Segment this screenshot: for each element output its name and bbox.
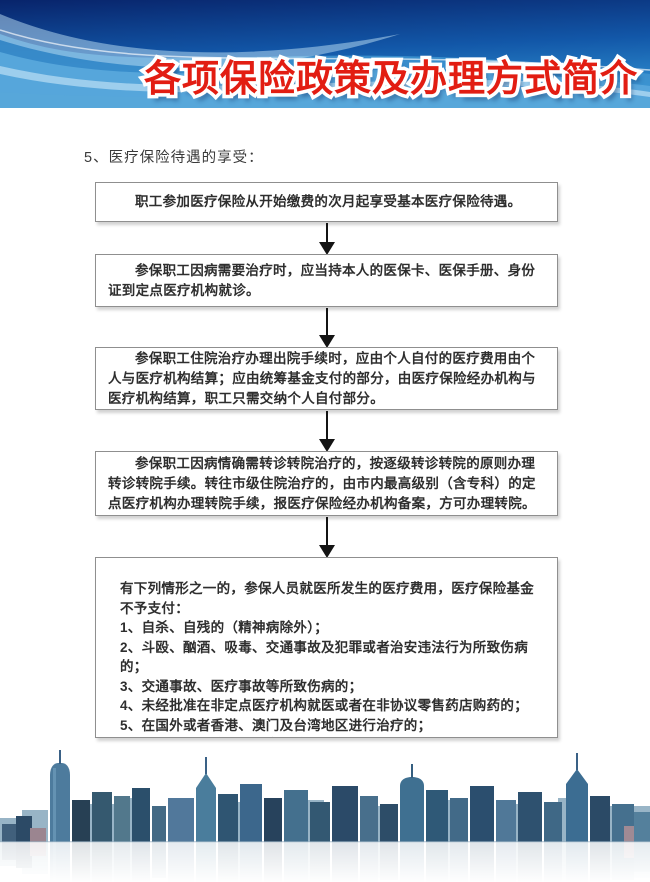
down-arrow-icon <box>318 335 335 348</box>
arrow-stem <box>325 308 328 335</box>
flow-step-5-intro: 有下列情形之一的，参保人员就医所发生的医疗费用，医疗保险基金不予支付： <box>120 581 534 616</box>
flow-step-2-text: 参保职工因病需要治疗时，应当持本人的医保卡、医保手册、身份证到定点医疗机构就诊。 <box>108 263 536 298</box>
arrow-stem <box>325 517 328 545</box>
down-arrow-icon <box>318 439 335 452</box>
flow-step-5-item-5: 5、在国外或者香港、澳门及台湾地区进行治疗的； <box>120 717 432 733</box>
down-arrow-icon <box>318 545 335 558</box>
skyline-ground-line <box>0 841 650 843</box>
flow-step-5: 有下列情形之一的，参保人员就医所发生的医疗费用，医疗保险基金不予支付： 1、自杀… <box>95 557 558 738</box>
flow-step-1-text: 职工参加医疗保险从开始缴费的次月起享受基本医疗保险待遇。 <box>135 194 522 209</box>
arrow-stem <box>325 411 328 439</box>
flow-step-5-item-2: 2、斗殴、酗酒、吸毒、交通事故及犯罪或者治安违法行为所致伤病的； <box>120 639 529 675</box>
down-arrow-icon <box>318 242 335 255</box>
flow-step-4-text: 参保职工因病情确需转诊转院治疗的，按逐级转诊转院的原则办理转诊转院手续。转往市级… <box>108 456 536 511</box>
flow-step-2: 参保职工因病需要治疗时，应当持本人的医保卡、医保手册、身份证到定点医疗机构就诊。 <box>95 254 558 307</box>
flow-step-5-item-4: 4、未经批准在非定点医疗机构就医或者在非协议零售药店购药的； <box>120 698 529 713</box>
flow-step-3: 参保职工住院治疗办理出院手续时，应由个人自付的医疗费用由个人与医疗机构结算；应由… <box>95 347 558 410</box>
flow-arrow-1 <box>318 223 335 255</box>
flow-step-5-item-6: 6、属于工伤保险或者生育保险支付范围的； <box>120 735 541 737</box>
section-heading: 5、医疗保险待遇的享受： <box>84 150 264 166</box>
arrow-stem <box>325 223 328 242</box>
city-skyline-image <box>0 750 650 882</box>
flow-arrow-4 <box>318 517 335 558</box>
page-title: 各项保险政策及办理方式简介 <box>144 48 638 102</box>
flow-step-4: 参保职工因病情确需转诊转院治疗的，按逐级转诊转院的原则办理转诊转院手续。转往市级… <box>95 451 558 516</box>
flow-arrow-3 <box>318 411 335 452</box>
flow-step-5-item-3: 3、交通事故、医疗事故等所致伤病的； <box>120 678 363 694</box>
flow-arrow-2 <box>318 308 335 348</box>
header-banner: 各项保险政策及办理方式简介 <box>0 0 650 108</box>
skyline-buildings <box>0 750 650 842</box>
flow-step-1: 职工参加医疗保险从开始缴费的次月起享受基本医疗保险待遇。 <box>95 182 558 222</box>
flow-step-3-text: 参保职工住院治疗办理出院手续时，应由个人自付的医疗费用由个人与医疗机构结算；应由… <box>108 351 536 406</box>
flowchart: 职工参加医疗保险从开始缴费的次月起享受基本医疗保险待遇。 参保职工因病需要治疗时… <box>95 0 558 882</box>
flow-step-5-item-1: 1、自杀、自残的（精神病除外）； <box>120 620 329 635</box>
